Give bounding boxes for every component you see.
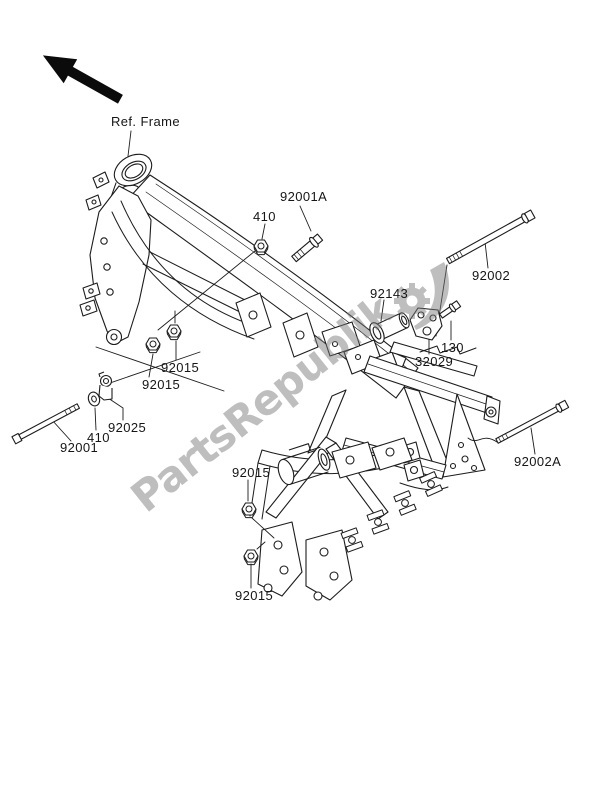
nut-410-top-drawing	[253, 239, 269, 256]
bolt-92001-drawing	[11, 403, 80, 445]
lower-cradle	[249, 389, 443, 601]
part-label-92002: 92002	[472, 268, 511, 283]
part-label-130: 130	[441, 340, 464, 355]
bolt-92001a-drawing	[291, 233, 324, 263]
bolt-130-drawing	[439, 300, 462, 319]
gear-icon	[394, 283, 430, 319]
bracket-92025-drawing	[98, 371, 113, 401]
part-label-92001A: 92001A	[280, 189, 328, 204]
collar-92143-drawing	[369, 312, 410, 344]
nut-92015-c-drawing	[241, 502, 257, 519]
part-label-410-top: 410	[253, 209, 276, 224]
part-label-92015-c: 92015	[232, 465, 271, 480]
frame-artwork	[79, 153, 501, 601]
part-label-92143: 92143	[370, 286, 409, 301]
part-label-410-bottom: 410	[87, 430, 110, 445]
part-label-92025: 92025	[108, 420, 147, 435]
direction-arrow-icon	[42, 55, 123, 104]
bracket-32029-drawing	[409, 307, 443, 341]
part-label-32029: 32029	[415, 354, 454, 369]
bolt-92002-drawing	[445, 209, 536, 265]
bolt-92002a-drawing	[495, 399, 570, 444]
part-label-92001: 92001	[60, 440, 99, 455]
part-label-92015-a: 92015	[161, 360, 200, 375]
part-label-92015-d: 92015	[235, 588, 274, 603]
watermark-swoosh	[414, 262, 449, 330]
leader-lines	[51, 130, 536, 589]
nut-92015-b-drawing	[145, 337, 161, 354]
front-gusset	[79, 185, 259, 346]
part-label-92015-b: 92015	[142, 377, 181, 392]
ref-frame-label: Ref. Frame	[111, 114, 181, 129]
nut-92015-d-drawing	[243, 549, 259, 566]
part-label-92002A: 92002A	[514, 454, 562, 469]
nut-92015-a-drawing	[166, 324, 182, 341]
hardware-parts	[11, 209, 570, 566]
